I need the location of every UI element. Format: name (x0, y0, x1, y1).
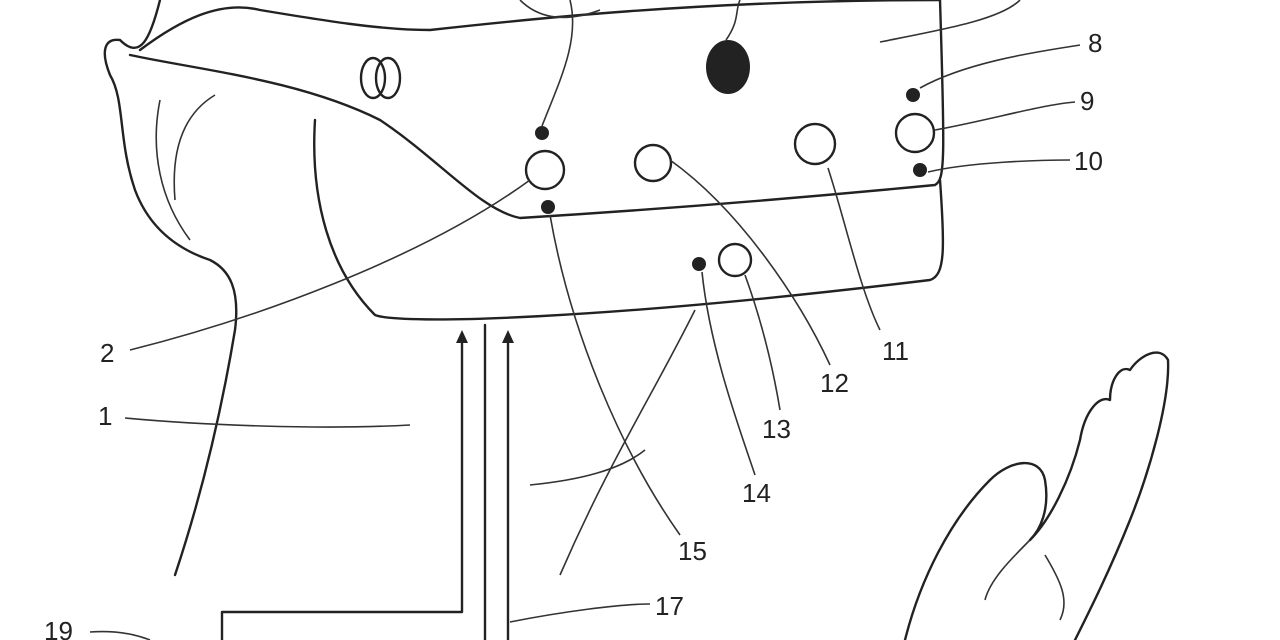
cable-19 (220, 333, 464, 640)
leader-line (919, 44, 1081, 89)
label-11: 11 (882, 336, 909, 366)
label-19: 19 (44, 616, 73, 640)
face-line (155, 99, 191, 241)
headset-visor (128, 0, 945, 220)
emitter-circle (894, 112, 936, 154)
label-14: 14 (742, 478, 771, 508)
sensor-dot (913, 163, 927, 177)
label-17: 17 (655, 591, 684, 621)
sensor-icon (374, 56, 402, 100)
hand-outline (903, 351, 1170, 640)
leader-line (927, 159, 1071, 173)
label-12: 12 (820, 368, 849, 398)
emitter-circle (717, 242, 753, 278)
leader-line (559, 309, 696, 576)
label-9: 9 (1080, 86, 1094, 116)
emitter-circle (793, 122, 837, 166)
emitter-circle (633, 143, 673, 183)
label-2: 2 (100, 338, 114, 368)
leader-line (934, 101, 1076, 131)
headset-lower (313, 118, 945, 321)
hand-finger (984, 539, 1065, 621)
leader-line (89, 630, 151, 640)
sensor-dot (906, 88, 920, 102)
leader-line (129, 179, 531, 351)
leader-line (827, 167, 881, 331)
emitter-circle (524, 149, 566, 191)
leader-line (744, 274, 781, 411)
leader-line (529, 449, 646, 486)
leader-line (549, 214, 681, 536)
sensor-dot (541, 200, 555, 214)
leader-line (725, 0, 741, 41)
arrow-icon (456, 330, 468, 343)
head-outline (103, 0, 238, 577)
sensor-dot (692, 257, 706, 271)
leader-line (701, 271, 756, 476)
label-1: 1 (98, 401, 112, 431)
label-10: 10 (1074, 146, 1103, 176)
leader-line (124, 417, 411, 428)
label-8: 8 (1088, 28, 1102, 58)
arrow-icon (502, 330, 514, 343)
leader-line (541, 0, 574, 127)
sensor-dot (535, 126, 549, 140)
leader-line (669, 159, 831, 366)
sensor-icon (359, 56, 387, 100)
ear-line (173, 94, 216, 201)
label-13: 13 (762, 414, 791, 444)
headset-top (138, 0, 942, 52)
leader-line (509, 603, 651, 623)
camera-dot (706, 40, 750, 94)
leader-line (879, 0, 1021, 43)
label-15: 15 (678, 536, 707, 566)
strap (519, 0, 601, 19)
